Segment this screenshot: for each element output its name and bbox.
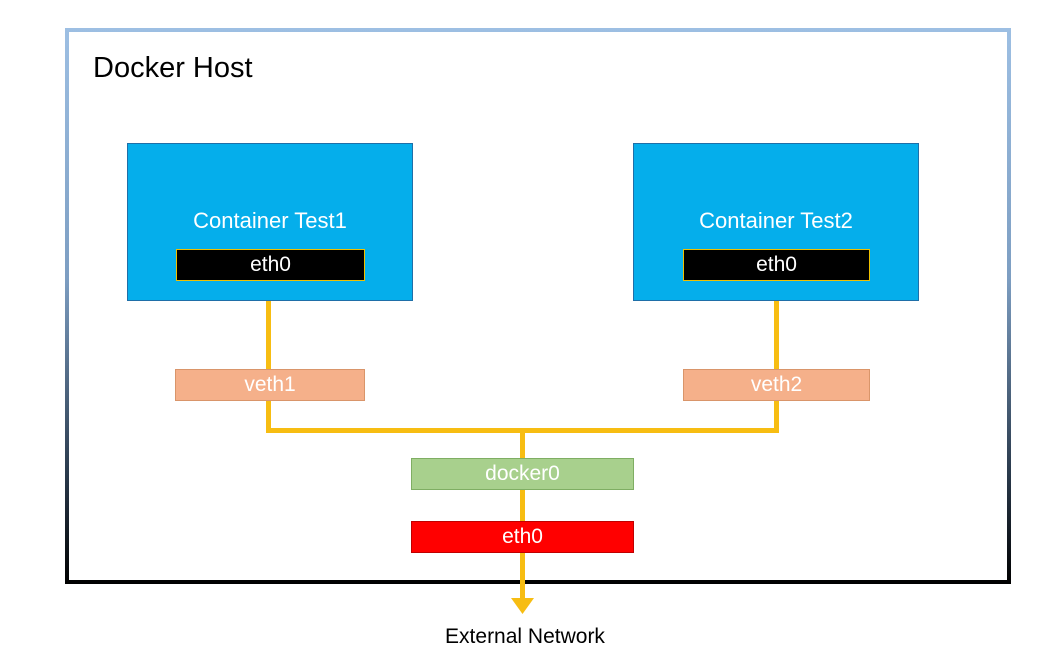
- docker-host-title: Docker Host: [93, 52, 253, 84]
- docker-host-frame: [65, 28, 1011, 584]
- wire-eth0-to-external: [520, 551, 525, 599]
- docker0-bridge: docker0: [411, 458, 634, 490]
- wire-test2-to-veth2: [774, 280, 779, 370]
- container-test2-eth0: eth0: [683, 249, 870, 281]
- host-eth0-interface: eth0: [411, 521, 634, 553]
- wire-veth1-down: [266, 400, 271, 433]
- container-test2-label: Container Test2: [699, 208, 853, 233]
- container-test2: Container Test2: [633, 143, 919, 301]
- external-network-label: External Network: [445, 625, 605, 648]
- wire-docker0-to-eth0: [520, 488, 525, 522]
- container-test1-label: Container Test1: [193, 208, 347, 233]
- container-test1-eth0: eth0: [176, 249, 365, 281]
- wire-veth2-down: [774, 400, 779, 433]
- wire-test1-to-veth1: [266, 280, 271, 370]
- veth1-interface: veth1: [175, 369, 365, 401]
- wire-bus-to-docker0: [520, 428, 525, 460]
- veth2-interface: veth2: [683, 369, 870, 401]
- arrow-down-icon: [511, 598, 534, 614]
